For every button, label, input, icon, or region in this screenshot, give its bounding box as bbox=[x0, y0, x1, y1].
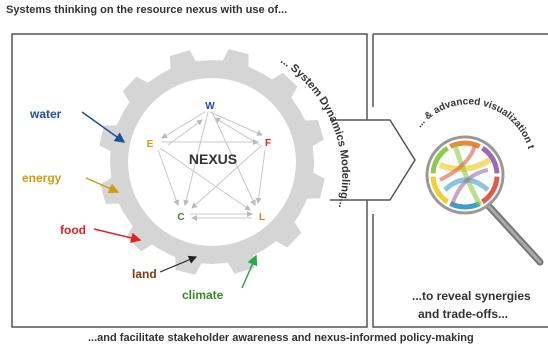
node-l: L bbox=[259, 212, 265, 223]
node-c: C bbox=[177, 212, 184, 223]
arrow-energy bbox=[85, 177, 120, 194]
node-w: W bbox=[205, 101, 215, 112]
chord-ring-segment bbox=[430, 146, 450, 174]
arrow-food bbox=[93, 228, 142, 244]
label-land: land bbox=[132, 267, 157, 281]
arrow-water bbox=[81, 111, 126, 143]
flow-arrow bbox=[330, 119, 416, 201]
label-energy: energy bbox=[22, 171, 62, 185]
nexus-label: NEXUS bbox=[189, 151, 237, 167]
right-text-1: ...to reveal synergies bbox=[412, 289, 531, 303]
nexus-links bbox=[157, 111, 266, 221]
label-food: food bbox=[60, 223, 86, 237]
chord-ring-segment bbox=[449, 140, 481, 149]
chord-ring-segment bbox=[480, 146, 500, 174]
right-text-2: and trade-offs... bbox=[418, 307, 508, 321]
node-f: F bbox=[265, 138, 271, 149]
node-e: E bbox=[147, 139, 154, 150]
chord-ring-segment bbox=[430, 176, 450, 204]
label-climate: climate bbox=[182, 288, 224, 302]
arrow-land bbox=[159, 255, 198, 273]
label-water: water bbox=[29, 107, 62, 121]
arrow-climate bbox=[241, 254, 258, 289]
footer-caption: ...and facilitate stakeholder awareness … bbox=[88, 332, 474, 344]
chord-ring-segment bbox=[480, 176, 500, 204]
right-panel bbox=[372, 33, 548, 328]
chord-magnifier-icon bbox=[425, 135, 544, 266]
page-title: Systems thinking on the resource nexus w… bbox=[6, 4, 288, 16]
